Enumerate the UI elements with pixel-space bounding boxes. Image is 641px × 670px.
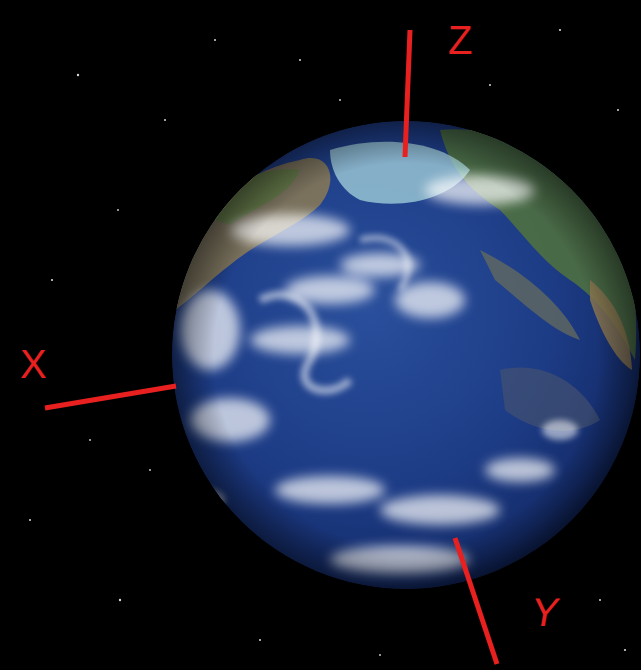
axis-label: Z xyxy=(448,20,472,60)
globe xyxy=(172,121,640,589)
axis-lines xyxy=(45,30,497,664)
y-axis-line xyxy=(455,538,497,664)
axis-label: Y xyxy=(528,592,562,632)
axis-label: X xyxy=(20,344,47,384)
x-axis-line xyxy=(45,386,176,408)
z-axis-line xyxy=(405,30,410,157)
